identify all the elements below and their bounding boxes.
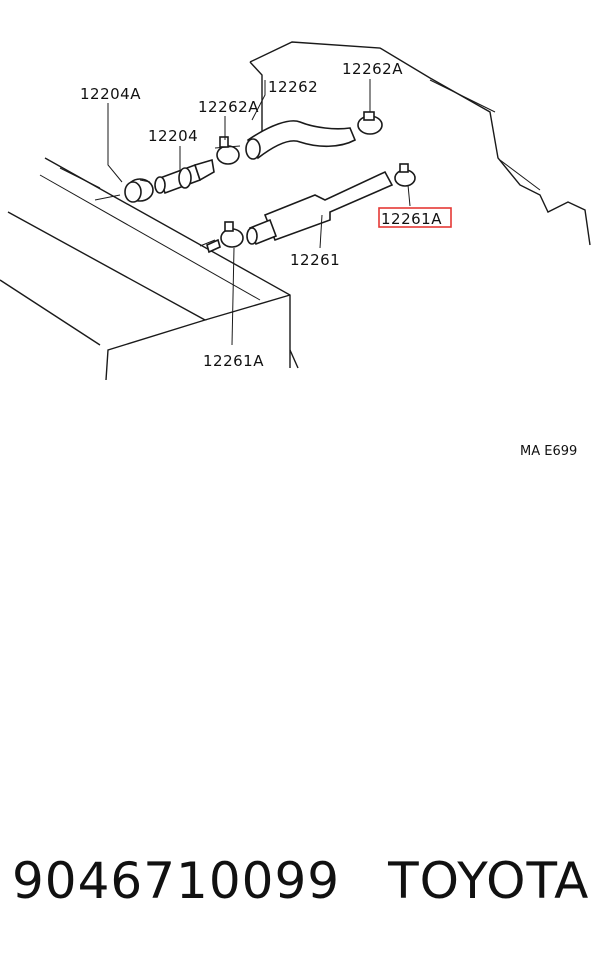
clamp-12261A-right xyxy=(394,163,416,187)
grommet-12204A xyxy=(124,178,154,203)
part-number: 9046710099 xyxy=(12,852,341,910)
label-12261: 12261 xyxy=(290,251,340,269)
leader-lines xyxy=(107,79,411,346)
clamp-12262A-left xyxy=(214,136,241,165)
label-12261A-bottom: 12261A xyxy=(203,352,264,370)
clamp-12261A-bottom xyxy=(206,221,244,254)
label-12204A: 12204A xyxy=(80,85,141,103)
label-12262A-left: 12262A xyxy=(198,98,259,116)
hose-12262 xyxy=(245,120,357,160)
diagram-code: MA E699 xyxy=(520,444,577,459)
clamp-12262A-right xyxy=(357,111,383,135)
housing-outline xyxy=(249,41,591,246)
label-12204: 12204 xyxy=(148,127,198,145)
label-12262: 12262 xyxy=(268,78,318,96)
brand-name: TOYOTA xyxy=(388,852,590,910)
highlight-box xyxy=(378,207,452,228)
label-12262A-right: 12262A xyxy=(342,60,403,78)
hose-12261 xyxy=(246,170,394,246)
label-12261A-right: 12261A xyxy=(381,210,442,228)
pcv-valve-12204 xyxy=(154,158,215,195)
part-footer: 9046710099 TOYOTA xyxy=(12,852,592,910)
engine-block-outline xyxy=(0,157,299,381)
